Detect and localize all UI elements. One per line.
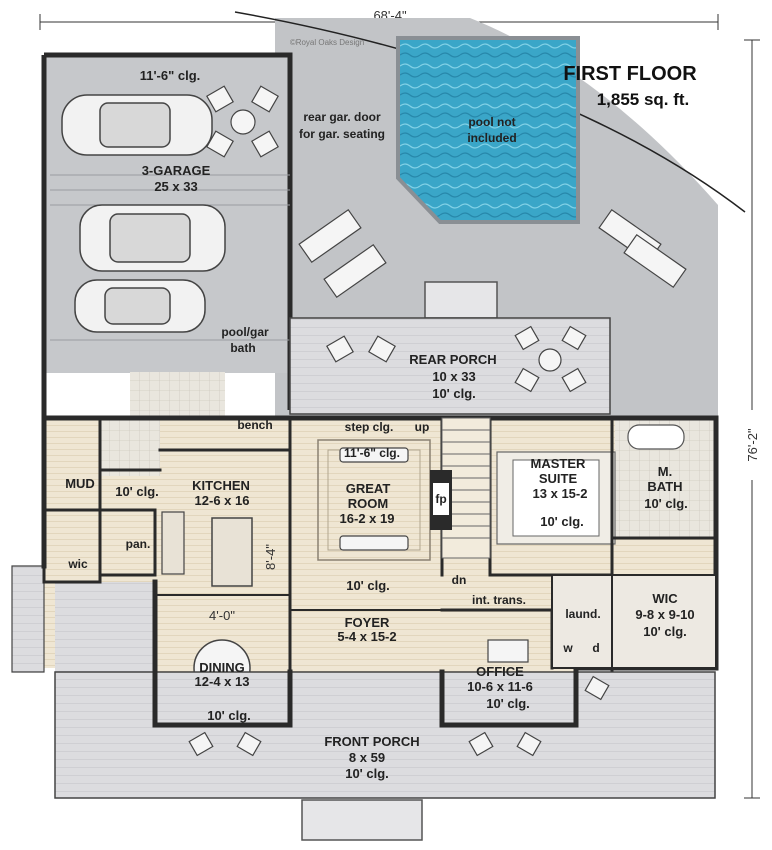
garage-size: 25 x 33	[154, 179, 197, 194]
stairs-up-label: up	[415, 420, 430, 434]
rear-porch-size: 10 x 33	[432, 369, 475, 384]
garage-cars	[61, 94, 226, 333]
gar-door-note-1: rear gar. door	[303, 110, 381, 124]
great-room-clg: 10' clg.	[346, 578, 390, 593]
foyer-name: FOYER	[345, 615, 390, 630]
floor-title: FIRST FLOOR	[563, 63, 697, 85]
wic-clg: 10' clg.	[643, 624, 687, 639]
garage-name: 3-GARAGE	[142, 163, 211, 178]
garage-table	[206, 85, 279, 158]
great-room-sofas	[339, 447, 409, 551]
m-bath-name2: BATH	[647, 479, 682, 494]
dining-name: DINING	[199, 660, 245, 675]
front-porch-name: FRONT PORCH	[324, 734, 419, 749]
bench-label: bench	[237, 418, 272, 432]
dryer-label: d	[592, 641, 599, 655]
great-room-name2: ROOM	[348, 496, 388, 511]
rear-porch-name: REAR PORCH	[409, 352, 496, 367]
pool	[396, 36, 580, 224]
dining-opening-dimension: 4'-0"	[209, 608, 235, 623]
m-bath-clg: 10' clg.	[644, 496, 688, 511]
master-size: 13 x 15-2	[533, 486, 588, 501]
pool-note-2: included	[467, 131, 516, 145]
master-name2: SUITE	[539, 471, 578, 486]
mud-label: MUD	[65, 476, 95, 491]
front-porch-clg: 10' clg.	[345, 766, 389, 781]
wic-small-label: wic	[67, 557, 88, 571]
island-dimension: 8'-4"	[263, 544, 278, 570]
kitchen-island	[211, 517, 253, 587]
rear-porch-clg: 10' clg.	[432, 386, 476, 401]
great-room-size: 16-2 x 19	[340, 511, 395, 526]
fireplace-label: fp	[435, 492, 446, 506]
great-room-name: GREAT	[346, 481, 391, 496]
office-name: OFFICE	[476, 664, 524, 679]
rear-porch-chairs	[326, 325, 587, 393]
garage-clg: 11'-6" clg.	[140, 68, 201, 83]
copyright-text: ©Royal Oaks Design	[290, 38, 364, 47]
laundry-label: laund.	[565, 607, 600, 621]
int-trans-label: int. trans.	[472, 593, 526, 607]
pool-bath-2: bath	[230, 341, 255, 355]
step-clg-label: step clg.	[345, 420, 394, 434]
floor-area: 1,855 sq. ft.	[597, 90, 690, 109]
dining-clg: 10' clg.	[207, 708, 251, 723]
wic-size: 9-8 x 9-10	[635, 607, 694, 622]
kitchen-clg: 10' clg.	[115, 484, 159, 499]
front-porch-size: 8 x 59	[349, 750, 385, 765]
stairs-down-label: dn	[452, 573, 467, 587]
patio-steps	[424, 281, 498, 319]
kitchen-name: KITCHEN	[192, 478, 250, 493]
front-porch-chairs	[188, 675, 610, 757]
washer-label: w	[562, 641, 573, 655]
pool-note-1: pool not	[468, 115, 515, 129]
pool-bath-1: pool/gar	[221, 325, 269, 339]
pantry-label: pan.	[126, 537, 151, 551]
great-room-clg-top: 11'-6" clg.	[344, 446, 400, 460]
depth-dimension: 76'-2"	[745, 428, 760, 462]
office-desk	[487, 639, 529, 663]
kitchen-size: 12-6 x 16	[195, 493, 250, 508]
wic-name: WIC	[652, 591, 678, 606]
foyer-size: 5-4 x 15-2	[337, 629, 396, 644]
master-clg: 10' clg.	[540, 514, 584, 529]
bathtub	[627, 424, 685, 450]
gar-door-note-2: for gar. seating	[299, 127, 385, 141]
office-clg: 10' clg.	[486, 696, 530, 711]
dining-size: 12-4 x 13	[195, 674, 250, 689]
patio-lounges	[298, 208, 687, 299]
m-bath-name: M.	[658, 464, 672, 479]
front-steps	[301, 799, 423, 841]
office-size: 10-6 x 11-6	[467, 679, 533, 694]
master-name: MASTER	[531, 456, 587, 471]
